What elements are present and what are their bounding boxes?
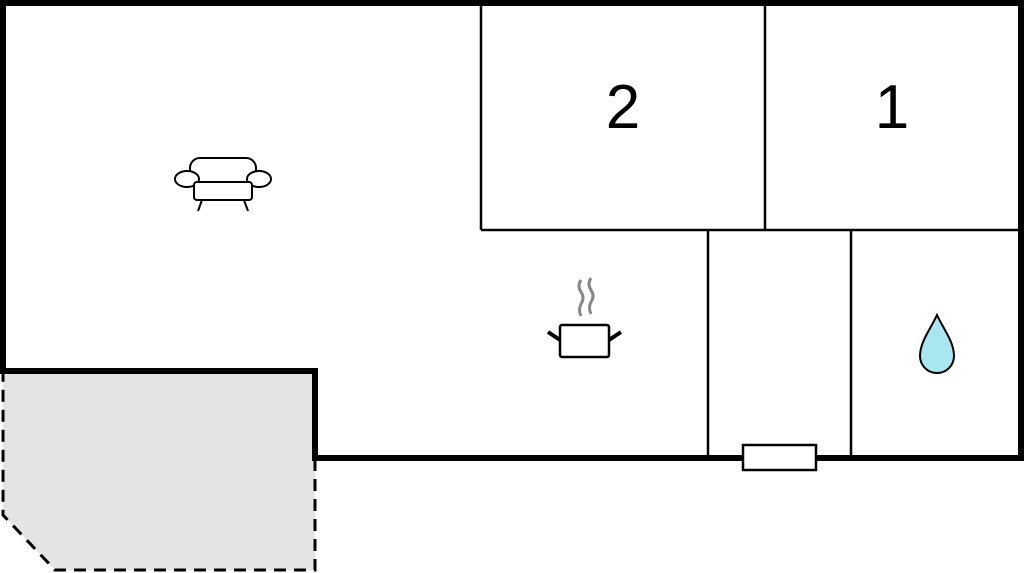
room-label-2: 2 — [605, 73, 641, 142]
water-drop-icon — [918, 312, 956, 374]
cooking-pot-icon — [546, 277, 623, 359]
interior-walls — [479, 3, 1021, 458]
sofa-icon — [174, 157, 272, 212]
terrace — [1, 369, 317, 572]
window-icon — [741, 443, 818, 472]
room-label-1: 1 — [874, 73, 910, 142]
outer-wall — [0, 0, 1024, 461]
